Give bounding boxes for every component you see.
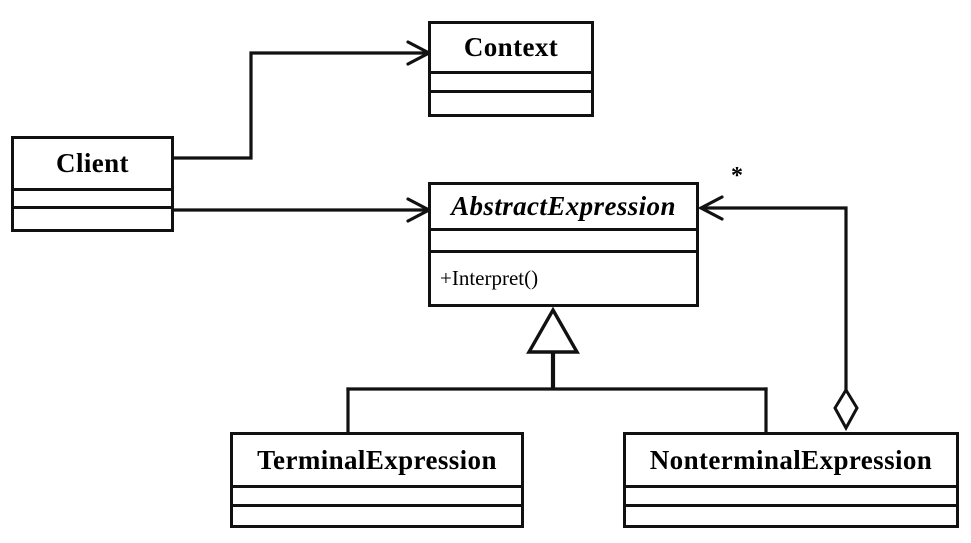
class-name-compartment-nonterminal-expression: NonterminalExpression bbox=[626, 435, 956, 488]
relationship-client-to-context bbox=[172, 40, 433, 160]
class-name-compartment-abstract-expression: AbstractExpression bbox=[431, 185, 696, 231]
class-operations-compartment-nonterminal-expression bbox=[626, 507, 956, 525]
class-box-context[interactable]: Context bbox=[428, 21, 594, 117]
class-attributes-compartment-context bbox=[431, 74, 591, 93]
relationship-generalization-tree bbox=[346, 306, 768, 434]
class-title-abstract-expression: AbstractExpression bbox=[451, 191, 676, 221]
open-arrowhead-icon bbox=[697, 195, 724, 221]
class-name-compartment-context: Context bbox=[431, 24, 591, 74]
class-operations-compartment-context bbox=[431, 93, 591, 114]
hollow-triangle-inheritance-icon bbox=[526, 306, 580, 354]
class-title-terminal-expression: TerminalExpression bbox=[257, 444, 497, 475]
class-box-nonterminal-expression[interactable]: NonterminalExpression bbox=[623, 432, 959, 528]
class-operations-compartment-abstract-expression: +Interpret() bbox=[431, 253, 696, 304]
class-title-nonterminal-expression: NonterminalExpression bbox=[649, 444, 933, 475]
relationship-nonterminal-aggregates-abstractexpression bbox=[697, 195, 859, 432]
class-box-client[interactable]: Client bbox=[11, 136, 174, 232]
class-attributes-compartment-terminal-expression bbox=[233, 488, 521, 507]
class-box-abstract-expression[interactable]: AbstractExpression +Interpret() bbox=[428, 182, 699, 307]
class-attributes-compartment-client bbox=[14, 191, 171, 209]
class-box-terminal-expression[interactable]: TerminalExpression bbox=[230, 432, 524, 528]
relationship-client-to-abstractexpression bbox=[172, 197, 433, 223]
class-operations-compartment-client bbox=[14, 209, 171, 229]
class-operations-compartment-terminal-expression bbox=[233, 507, 521, 525]
class-name-compartment-client: Client bbox=[14, 139, 171, 191]
hollow-diamond-aggregation-icon bbox=[833, 387, 859, 432]
class-name-compartment-terminal-expression: TerminalExpression bbox=[233, 435, 521, 488]
multiplicity-label-star: * bbox=[731, 163, 743, 189]
class-attributes-compartment-nonterminal-expression bbox=[626, 488, 956, 507]
operation-interpret: +Interpret() bbox=[440, 266, 539, 290]
class-attributes-compartment-abstract-expression bbox=[431, 231, 696, 253]
class-title-context: Context bbox=[463, 32, 559, 62]
class-title-client: Client bbox=[56, 148, 129, 178]
